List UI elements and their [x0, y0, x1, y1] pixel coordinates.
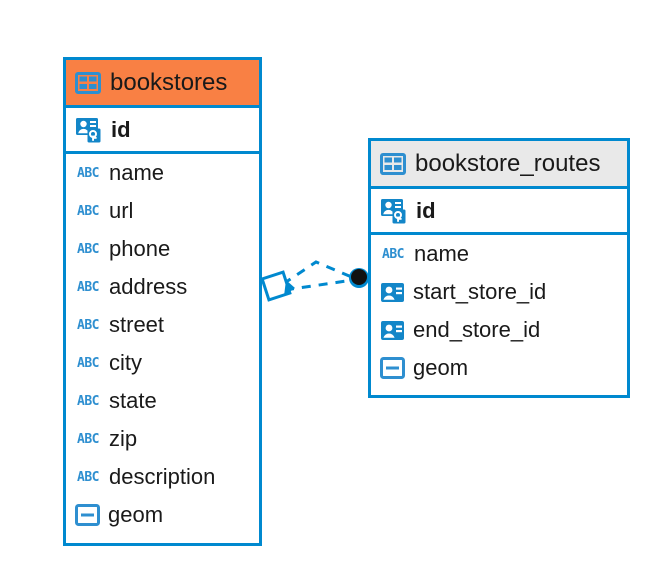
field-label: start_store_id — [413, 279, 547, 304]
field-row-address[interactable]: ABC address — [66, 268, 259, 306]
abc-text-icon-label: ABC — [77, 203, 99, 219]
primary-key-icon — [75, 116, 103, 144]
field-label: state — [109, 388, 157, 413]
field-label: street — [109, 312, 165, 337]
field-label: zip — [109, 426, 138, 451]
field-label: phone — [109, 236, 171, 261]
abc-text-icon-label: ABC — [77, 279, 99, 295]
abc-text-icon: ABC — [380, 244, 406, 264]
field-row-name[interactable]: ABC name — [371, 235, 627, 273]
field-row-id[interactable]: id — [371, 189, 627, 235]
field-row-url[interactable]: ABC url — [66, 192, 259, 230]
filled-circle-marker-ring — [349, 268, 369, 288]
abc-text-icon-label: ABC — [77, 241, 99, 257]
field-row-city[interactable]: ABC city — [66, 344, 259, 382]
abc-text-icon-label: ABC — [77, 431, 99, 447]
field-label: geom — [108, 502, 164, 527]
abc-text-icon: ABC — [75, 163, 101, 183]
entity-table-bookstore-routes[interactable]: bookstore_routes id — [368, 138, 630, 398]
field-row-end-store-id[interactable]: end_store_id — [371, 311, 627, 349]
abc-text-icon-label: ABC — [77, 165, 99, 181]
abc-text-icon: ABC — [75, 353, 101, 373]
field-row-phone[interactable]: ABC phone — [66, 230, 259, 268]
field-label: city — [109, 350, 142, 375]
field-row-start-store-id[interactable]: start_store_id — [371, 273, 627, 311]
filled-circle-marker-core — [351, 269, 367, 285]
field-label: geom — [413, 355, 469, 380]
relationship-line-lower — [284, 278, 354, 292]
abc-text-icon-label: ABC — [77, 355, 99, 371]
abc-text-icon-label: ABC — [382, 246, 404, 262]
abc-text-icon: ABC — [75, 201, 101, 221]
field-label: url — [109, 198, 134, 223]
field-label: description — [109, 464, 216, 489]
field-label: name — [109, 160, 165, 185]
field-row-name[interactable]: ABC name — [66, 154, 259, 192]
field-row-street[interactable]: ABC street — [66, 306, 259, 344]
field-row-zip[interactable]: ABC zip — [66, 420, 259, 458]
field-row-geom[interactable]: geom — [371, 349, 627, 387]
entity-table-bookstores[interactable]: bookstores id — [63, 57, 262, 546]
abc-text-icon-label: ABC — [77, 317, 99, 333]
field-row-description[interactable]: ABC description — [66, 458, 259, 496]
table-icon — [75, 70, 101, 96]
abc-text-icon-label: ABC — [77, 469, 99, 485]
abc-text-icon: ABC — [75, 315, 101, 335]
field-label: name — [414, 241, 470, 266]
geometry-icon — [75, 504, 100, 526]
diamond-marker-tail — [284, 280, 295, 296]
field-row-geom[interactable]: geom — [66, 496, 259, 534]
geometry-icon — [380, 357, 405, 379]
abc-text-icon: ABC — [75, 429, 101, 449]
abc-text-icon: ABC — [75, 239, 101, 259]
entity-header-bookstore-routes[interactable]: bookstore_routes — [371, 141, 627, 189]
entity-title: bookstore_routes — [415, 149, 601, 177]
relationship-line-upper — [282, 260, 355, 286]
entity-header-bookstores[interactable]: bookstores — [66, 60, 259, 108]
field-row-state[interactable]: ABC state — [66, 382, 259, 420]
foreign-key-icon — [380, 280, 405, 305]
primary-key-icon — [380, 197, 408, 225]
entity-title: bookstores — [110, 68, 228, 96]
foreign-key-icon — [380, 318, 405, 343]
abc-text-icon: ABC — [75, 391, 101, 411]
field-label: end_store_id — [413, 317, 541, 342]
abc-text-icon-label: ABC — [77, 393, 99, 409]
diamond-marker — [260, 270, 292, 302]
field-label: id — [111, 116, 131, 142]
abc-text-icon: ABC — [75, 467, 101, 487]
field-label: id — [416, 197, 436, 223]
table-icon — [380, 151, 406, 177]
field-row-id[interactable]: id — [66, 108, 259, 154]
abc-text-icon: ABC — [75, 277, 101, 297]
field-label: address — [109, 274, 188, 299]
